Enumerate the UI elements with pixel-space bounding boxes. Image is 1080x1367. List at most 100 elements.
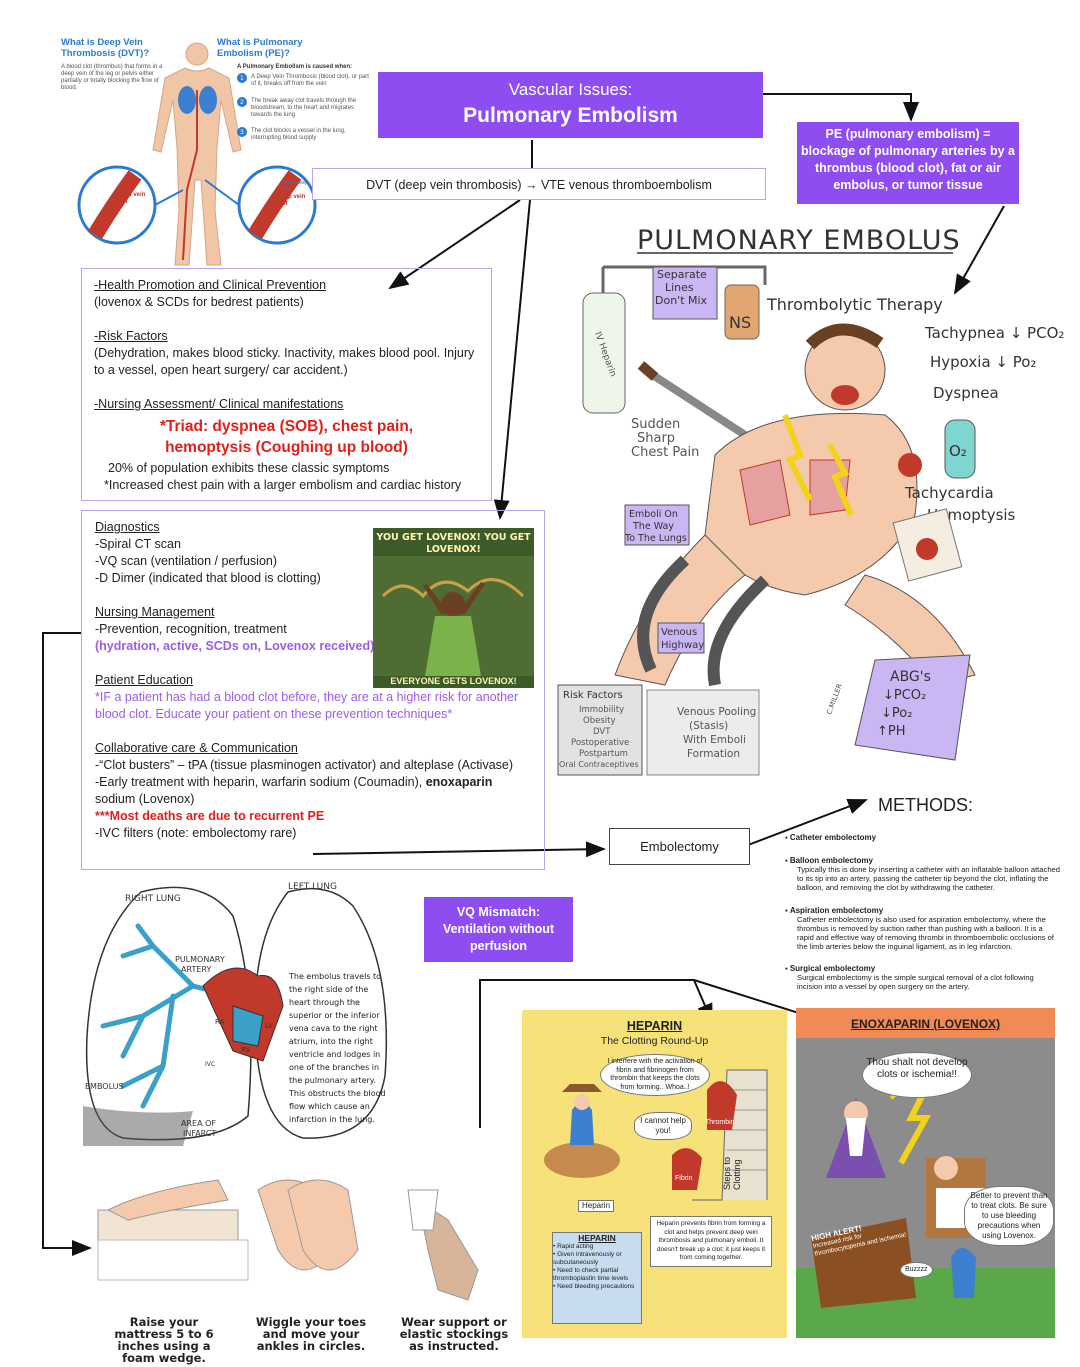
pe-definition-box: PE (pulmonary embolism) = blockage of pu… xyxy=(797,122,1019,204)
right-lung-label: RIGHT LUNG xyxy=(125,894,181,904)
deep-vein-clot-label-2: Deep vein clot xyxy=(277,194,306,207)
risk-factor-5: Postpartum xyxy=(579,749,628,759)
pe-step-3: The clot blocks a vessel in the lung, in… xyxy=(251,128,346,141)
cartoon-title: PULMONARY EMBOLUS xyxy=(637,225,961,256)
heparin-subtitle: The Clotting Round-Up xyxy=(600,1035,709,1047)
pulmonary-embolus-cartoon: PULMONARY EMBOLUS IV Heparin Separate Li… xyxy=(557,225,1064,776)
meme-top-text: YOU GET LOVENOX! YOU GET LOVENOX! xyxy=(376,532,531,555)
ra-label: RA xyxy=(215,1018,225,1026)
left-lung-label: LEFT LUNG xyxy=(288,882,337,892)
pe-step-2: The break away clot travels through the … xyxy=(251,98,357,118)
svg-text:Highway: Highway xyxy=(661,640,704,651)
venous-highway-label: Venous xyxy=(661,627,697,638)
management-text: -Prevention, recognition, treatment xyxy=(95,622,287,636)
education-heading: Patient Education xyxy=(95,673,193,687)
abg-po2: ↓Po₂ xyxy=(881,706,912,721)
abg-title: ABG's xyxy=(890,669,931,685)
risk-factors-title: Risk Factors xyxy=(563,690,623,701)
pe-question: What is Pulmonary Embolism (PE)? xyxy=(217,37,303,59)
heparin-info-box: HEPARIN • Rapid acting • Given intraveno… xyxy=(552,1232,642,1324)
fibrin-label: Fibrin xyxy=(675,1175,693,1182)
o2-label: O₂ xyxy=(949,442,967,460)
heparin-panel: HEPARIN The Clotting Round-Up I interfer… xyxy=(522,1010,787,1338)
svg-text:2: 2 xyxy=(240,99,244,106)
svg-text:Sharp: Sharp xyxy=(637,431,675,446)
methods-heading: METHODS: xyxy=(878,795,974,815)
prevention-caption-1: Raise your mattress 5 to 6 inches using … xyxy=(114,1315,214,1365)
increased-text: *Increased chest pain with a larger embo… xyxy=(104,478,462,492)
svg-text:(Stasis): (Stasis) xyxy=(689,720,728,732)
heparin-box-item-4: • Need bleeding precautions xyxy=(553,1283,635,1290)
heparin-note: Heparin prevents fibrin from forming a c… xyxy=(650,1216,772,1267)
heparin-title: HEPARIN xyxy=(626,1019,683,1033)
heparin-box-item-2: • Given intravenously or subcutaneously xyxy=(553,1251,622,1266)
pe-step-1: A Deep Vein Thrombosis (blood clot), or … xyxy=(251,74,369,87)
promo-text: (lovenox & SCDs for bedrest patients) xyxy=(94,295,304,309)
break-away-clot-label: Break away clot xyxy=(281,180,308,192)
svg-text:Don't Mix: Don't Mix xyxy=(655,294,708,307)
collab-heading: Collaborative care & Communication xyxy=(95,741,298,755)
svg-text:3: 3 xyxy=(240,129,244,136)
sudden-pain-label: Sudden xyxy=(631,417,680,432)
risk-factor-2: Obesity xyxy=(583,716,615,726)
tachycardia-label: Tachycardia xyxy=(904,484,994,502)
svg-text:1: 1 xyxy=(240,75,244,82)
deaths-text: ***Most deaths are due to recurrent PE xyxy=(95,809,325,823)
risk-factor-1: Immobility xyxy=(579,705,624,715)
ivc-label: IVC xyxy=(205,1061,215,1068)
risk-factor-3: DVT xyxy=(593,727,611,737)
ns-label: NS xyxy=(729,313,751,332)
diag-item-3: -D Dimer (indicated that blood is clotti… xyxy=(95,571,321,585)
collab-text-2: -Early treatment with heparin, warfarin … xyxy=(95,775,493,806)
rv-label: RV xyxy=(241,1046,250,1054)
pooling-label: Venous Pooling xyxy=(677,706,756,718)
diagnostics-heading: Diagnostics xyxy=(95,520,160,534)
heparin-box-item-1: • Rapid acting xyxy=(553,1243,594,1250)
promo-heading: -Health Promotion and Clinical Preventio… xyxy=(94,278,327,292)
heparin-bubble-1: I interfere with the activation of fibri… xyxy=(600,1054,710,1096)
risk-text: (Dehydration, makes blood sticky. Inacti… xyxy=(94,346,475,377)
abg-ph: ↑PH xyxy=(877,724,906,739)
o2-tank xyxy=(944,419,976,479)
risk-factor-4: Postoperative xyxy=(571,738,629,748)
title-box: Vascular Issues: Pulmonary Embolism xyxy=(378,72,763,138)
assessment-heading: -Nursing Assessment/ Clinical manifestat… xyxy=(94,397,344,411)
diag-item-2: -VQ scan (ventilation / perfusion) xyxy=(95,554,278,568)
infarct-label: AREA OF xyxy=(181,1119,216,1128)
thrombolytic-label: Thrombolytic Therapy xyxy=(766,295,943,314)
lovenox-panel: ENOXAPARIN (LOVENOX) Thou shalt not deve… xyxy=(796,1008,1055,1338)
steps-label: Steps to Clotting xyxy=(722,1156,742,1190)
lovenox-meme-image: YOU GET LOVENOX! YOU GET LOVENOX! EVERYO… xyxy=(373,528,534,688)
ivc-text: -IVC filters (note: embolectomy rare) xyxy=(95,826,297,840)
svg-text:Chest Pain: Chest Pain xyxy=(631,445,699,460)
buzz-label: Buzzzz xyxy=(900,1262,933,1278)
pe-caused: A Pulmonary Embolism is caused when: xyxy=(237,64,353,70)
pulmonary-artery-label: PULMONARY xyxy=(175,955,225,964)
hypoxia-label: Hypoxia ↓ Po₂ xyxy=(930,353,1036,371)
prevention-risk-assessment-box: -Health Promotion and Clinical Preventio… xyxy=(81,268,492,501)
lovenox-better: Better to prevent than to treat clots. B… xyxy=(964,1186,1054,1246)
title-line-2: Pulmonary Embolism xyxy=(463,104,678,127)
ns-bag-illustration xyxy=(724,284,760,340)
body-figure-illustration: 1 2 3 xyxy=(77,42,317,266)
lv-label: LV xyxy=(265,1022,273,1030)
meme-figure xyxy=(373,556,534,676)
svg-text:Formation: Formation xyxy=(687,748,740,760)
vq-mismatch-box: VQ Mismatch: Ventilation without perfusi… xyxy=(424,897,573,962)
risk-heading: -Risk Factors xyxy=(94,329,168,343)
diag-item-1: -Spiral CT scan xyxy=(95,537,181,551)
dyspnea-label: Dyspnea xyxy=(933,384,999,402)
method-catheter: ▪ Catheter embolectomy xyxy=(785,833,877,842)
prevention-illustrations xyxy=(97,1179,479,1301)
heparin-box-title: HEPARIN xyxy=(578,1233,616,1243)
emboli-label: Emboli On xyxy=(629,509,678,520)
svg-text:ARTERY: ARTERY xyxy=(181,965,211,974)
dvt-vte-box: DVT (deep vein thrombosis) → VTE venous … xyxy=(312,168,766,200)
deep-vein-clot-label: Deep vein clot xyxy=(117,192,146,205)
lungs-diagram: RIGHT LUNG LEFT LUNG PULMONARY ARTERY EM… xyxy=(83,882,388,1146)
abg-pco2: ↓PCO₂ xyxy=(883,688,926,703)
svg-text:Lines: Lines xyxy=(665,281,694,294)
lovenox-bubble: Thou shalt not develop clots or ischemia… xyxy=(862,1052,972,1098)
